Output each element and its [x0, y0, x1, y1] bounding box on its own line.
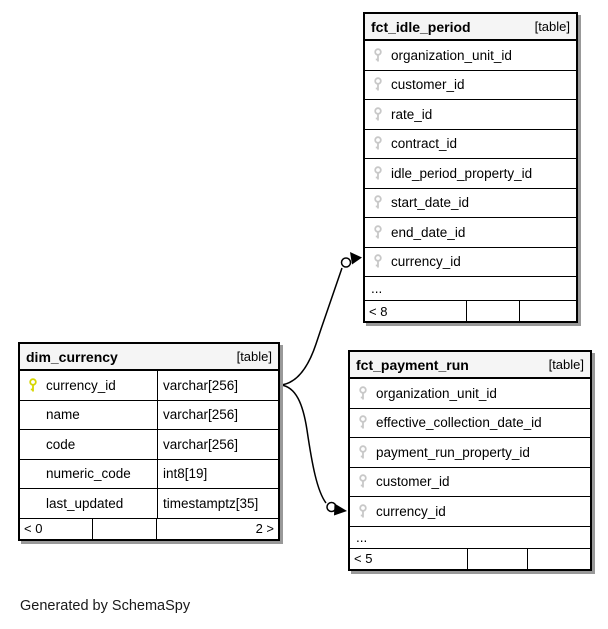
table-type-badge: [table] [534, 19, 570, 34]
column-row: customer_id [365, 70, 576, 100]
column-name: rate_id [391, 106, 433, 122]
column-row: currency_id varchar[256] [20, 371, 278, 401]
column-name: idle_period_property_id [391, 165, 533, 181]
column-name: name [46, 407, 80, 423]
column-name: currency_id [391, 254, 461, 270]
column-name: customer_id [376, 474, 450, 490]
incoming-relations-count: < 5 [350, 548, 468, 569]
table-dim-currency[interactable]: dim_currency [table] currency_id varchar… [18, 342, 280, 541]
key-icon [365, 136, 391, 151]
arrowhead-icon [350, 252, 362, 265]
column-type: varchar[256] [157, 430, 278, 459]
column-row: currency_id [365, 247, 576, 277]
table-type-badge: [table] [548, 357, 584, 372]
column-name: effective_collection_date_id [376, 415, 542, 431]
table-title: fct_idle_period [371, 18, 471, 35]
column-row: numeric_code int8[19] [20, 459, 278, 489]
key-icon [350, 504, 376, 519]
column-row: customer_id [350, 467, 590, 497]
hidden-columns-ellipsis: ... [350, 527, 590, 549]
column-name: code [46, 436, 76, 452]
column-name: organization_unit_id [376, 385, 497, 401]
table-fct-payment-run[interactable]: fct_payment_run [table] organization_uni… [348, 350, 592, 571]
column-name: payment_run_property_id [376, 444, 530, 460]
column-row: rate_id [365, 100, 576, 130]
column-row: code varchar[256] [20, 430, 278, 460]
hidden-columns-ellipsis: ... [365, 277, 576, 301]
incoming-relations-count: < 8 [365, 301, 467, 321]
incoming-relations-count: < 0 [20, 518, 93, 539]
key-icon [350, 445, 376, 460]
column-row: name varchar[256] [20, 400, 278, 430]
column-name: customer_id [391, 77, 465, 93]
key-icon [365, 77, 391, 92]
column-name: end_date_id [391, 224, 466, 240]
outgoing-relations-count: 2 > [255, 521, 274, 536]
footer-spacer-cell [93, 518, 157, 539]
table-footer: < 8 [365, 301, 576, 321]
column-name: currency_id [376, 503, 446, 519]
footer-spacer-cell [468, 548, 528, 569]
key-icon [365, 254, 391, 269]
table-title: fct_payment_run [356, 356, 469, 373]
column-name: last_updated [46, 495, 124, 511]
arrowhead-icon [334, 503, 347, 516]
key-icon [365, 195, 391, 210]
column-row: effective_collection_date_id [350, 408, 590, 438]
column-name: start_date_id [391, 195, 470, 211]
footer-spacer-cell [467, 301, 520, 321]
column-row: organization_unit_id [350, 379, 590, 409]
table-type-badge: [table] [236, 349, 272, 364]
column-name: numeric_code [46, 466, 131, 482]
outgoing-relations-count [520, 301, 576, 321]
column-row: last_updated timestamptz[35] [20, 489, 278, 519]
key-icon [350, 474, 376, 489]
column-row: organization_unit_id [365, 41, 576, 71]
column-name: organization_unit_id [391, 47, 512, 63]
column-name: currency_id [46, 377, 116, 393]
key-icon [365, 166, 391, 181]
table-fct-idle-period[interactable]: fct_idle_period [table] organization_uni… [363, 12, 578, 323]
primary-key-icon [20, 378, 46, 393]
table-header[interactable]: fct_payment_run [table] [350, 352, 590, 379]
key-icon [365, 48, 391, 63]
outgoing-relations-count [528, 549, 590, 569]
column-row: end_date_id [365, 218, 576, 248]
generator-credit: Generated by SchemaSpy [20, 598, 191, 614]
table-footer: < 0 2 > [20, 518, 278, 539]
connector-dim-currency-to-fct-payment-run [280, 384, 347, 516]
key-icon [365, 225, 391, 240]
column-row: contract_id [365, 129, 576, 159]
table-footer: < 5 [350, 548, 590, 569]
key-icon [350, 386, 376, 401]
key-icon [350, 415, 376, 430]
column-row: start_date_id [365, 188, 576, 218]
column-type: int8[19] [157, 459, 278, 488]
column-row: currency_id [350, 497, 590, 527]
column-type: varchar[256] [157, 400, 278, 429]
table-title: dim_currency [26, 348, 118, 365]
table-header[interactable]: fct_idle_period [table] [365, 14, 576, 41]
column-name: contract_id [391, 136, 458, 152]
column-row: payment_run_property_id [350, 438, 590, 468]
column-type: timestamptz[35] [157, 489, 278, 518]
key-icon [365, 107, 391, 122]
column-type: varchar[256] [157, 371, 278, 400]
table-header[interactable]: dim_currency [table] [20, 344, 278, 371]
column-row: idle_period_property_id [365, 159, 576, 189]
